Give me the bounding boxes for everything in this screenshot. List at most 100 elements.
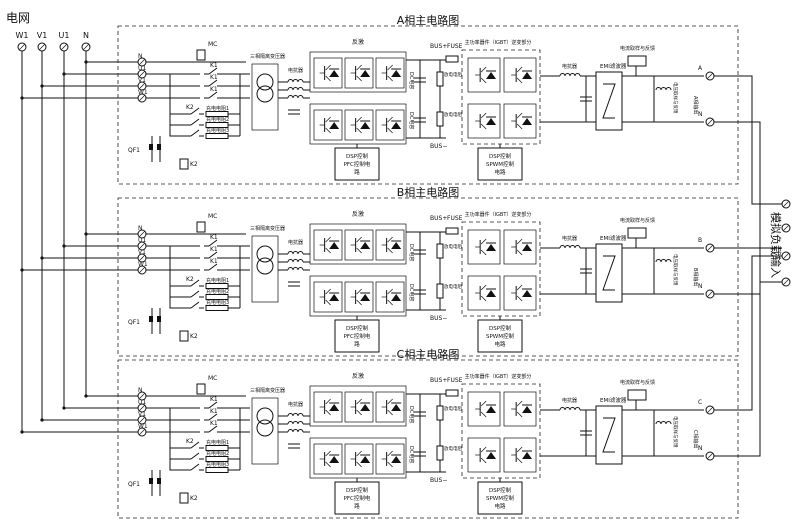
junction-dot	[20, 430, 24, 434]
qf1-breaker	[149, 308, 161, 334]
freewheel-diode	[522, 404, 533, 413]
cell-frame	[503, 103, 537, 139]
dsp-pfc-text: DSP控制	[346, 152, 369, 160]
igbt-cell	[503, 103, 537, 139]
emitter	[480, 295, 487, 302]
k1-contact	[204, 401, 222, 409]
dsp-spwm-frame	[477, 147, 523, 181]
cell-frame	[467, 103, 501, 139]
emitter	[516, 249, 523, 256]
output-reactor-label: 电抗器	[562, 63, 577, 70]
cell-frame	[375, 281, 405, 313]
junction-dot	[40, 84, 44, 88]
input-reactor	[287, 259, 304, 263]
igbt-label: 主功率器件（IGBT）逆变部分	[465, 39, 532, 46]
diode-body	[486, 244, 497, 251]
k2-coil-label: K2	[190, 495, 198, 502]
bleed-resistor	[436, 71, 444, 87]
k2-contact	[186, 463, 204, 471]
cell-frame	[503, 229, 537, 265]
charge-branch	[169, 98, 186, 137]
mc-coil	[196, 49, 206, 61]
k2-label: K2	[186, 276, 194, 283]
igbt-frame	[461, 49, 541, 145]
terminal-slash	[783, 201, 789, 207]
diode-body	[391, 456, 402, 463]
reactor-label: 电抗器	[288, 67, 303, 74]
rectifier-cell	[344, 57, 374, 89]
collector	[325, 398, 331, 405]
output-terminal	[705, 289, 715, 299]
panel-frame	[117, 197, 739, 357]
reactor-label: 电抗器	[288, 239, 303, 246]
diode-body	[329, 70, 340, 77]
input-terminal	[137, 427, 147, 437]
qf-label: QF1	[128, 319, 140, 326]
collector	[480, 446, 487, 453]
terminal-slash	[783, 279, 789, 285]
diode-body	[486, 406, 497, 413]
collector	[325, 288, 331, 295]
k1-contact	[204, 91, 222, 99]
rectifier-cell	[313, 57, 343, 89]
cell-frame	[313, 443, 343, 475]
igbt-cell	[467, 275, 501, 311]
emitter	[480, 411, 487, 418]
terminal-slash	[707, 291, 713, 297]
k2-contact	[186, 279, 204, 287]
terminal-slash	[139, 393, 145, 399]
charge-branch	[169, 258, 186, 298]
output-label: A相输出	[692, 96, 699, 114]
dc-cap-label: DC电容	[408, 112, 415, 129]
dc-cap-label: DC电容	[408, 446, 415, 463]
rectifier-cell	[375, 391, 405, 423]
contact-blade	[208, 91, 218, 99]
qf-pole	[149, 478, 153, 484]
diode-body	[329, 294, 340, 301]
input-reactor	[287, 79, 304, 83]
freewheel-diode	[329, 454, 340, 463]
collector	[387, 116, 393, 123]
freewheel-diode	[329, 68, 340, 77]
junction-dot	[20, 268, 24, 272]
k2-coil	[179, 492, 189, 504]
qf-pole	[149, 144, 153, 150]
dsp-pfc-frame	[334, 481, 380, 515]
freewheel-diode	[391, 292, 402, 301]
emitter	[356, 127, 362, 134]
transformer-winding	[256, 73, 274, 91]
cell-frame	[503, 391, 537, 427]
diode-body	[360, 456, 371, 463]
cell-frame	[467, 437, 501, 473]
rectifier-bottom-frame	[309, 103, 407, 145]
freewheel-diode	[486, 116, 497, 125]
emitter	[516, 123, 523, 130]
collector	[516, 66, 523, 73]
fuse	[445, 55, 459, 63]
cell-frame	[467, 57, 501, 93]
k1-label: K1	[210, 258, 218, 265]
emitter	[480, 249, 487, 256]
input-capacitor	[288, 443, 300, 449]
freewheel-diode	[329, 240, 340, 249]
cell-frame	[375, 109, 405, 141]
input-terminal-label: W1	[138, 261, 148, 268]
cell-frame	[375, 229, 405, 261]
cell-frame	[313, 229, 343, 261]
output-capacitor	[580, 430, 592, 436]
bleed-label: 放电电阻	[444, 405, 462, 412]
cell-frame	[375, 391, 405, 423]
collector	[387, 236, 393, 243]
input-terminal	[137, 265, 147, 275]
contact-blade	[208, 425, 218, 433]
cell-frame	[375, 443, 405, 475]
input-terminal-label: V1	[138, 249, 146, 256]
voltage-sample-label: 电压取样与反馈	[672, 416, 679, 448]
terminal-slash	[707, 119, 713, 125]
emitter	[356, 409, 362, 416]
k2-coil	[179, 158, 189, 170]
output-terminal	[705, 243, 715, 253]
freewheel-diode	[486, 404, 497, 413]
voltage-transformer	[655, 259, 672, 263]
